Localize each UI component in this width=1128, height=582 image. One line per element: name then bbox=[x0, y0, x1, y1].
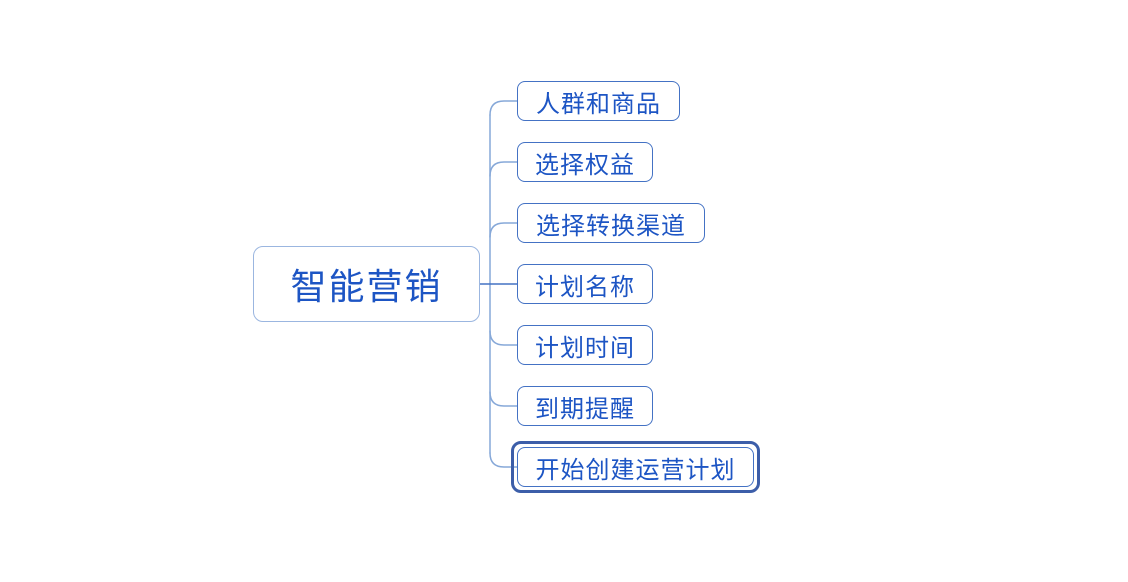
topic-plan-time[interactable]: 计划时间 bbox=[517, 325, 653, 365]
topic-select-conversion-channel[interactable]: 选择转换渠道 bbox=[517, 203, 705, 243]
topic-audience-and-products[interactable]: 人群和商品 bbox=[517, 81, 680, 121]
topic-start-create-operation-plan[interactable]: 开始创建运营计划 bbox=[517, 447, 754, 487]
topic-expiry-reminder[interactable]: 到期提醒 bbox=[517, 386, 653, 426]
root-topic-intelligent-marketing[interactable]: 智能营销 bbox=[253, 246, 480, 322]
topic-select-benefits[interactable]: 选择权益 bbox=[517, 142, 653, 182]
topic-start-create-operation-plan-selection-ring bbox=[511, 441, 760, 493]
topic-plan-name[interactable]: 计划名称 bbox=[517, 264, 653, 304]
